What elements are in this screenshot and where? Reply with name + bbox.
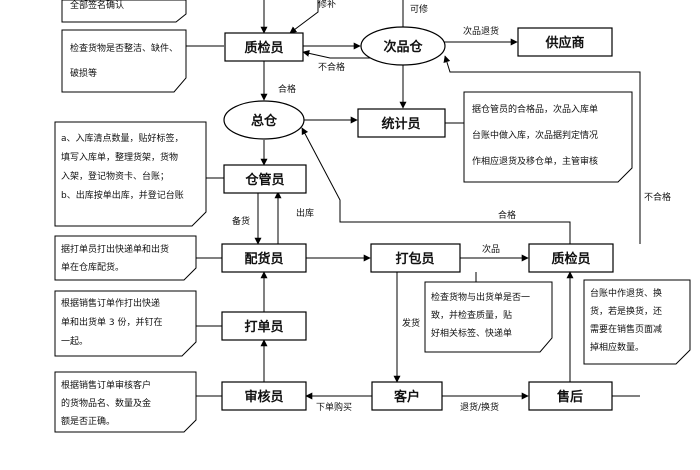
node-defective-store: 次品仓 [360, 26, 446, 66]
label-outbound: 出库 [296, 207, 314, 219]
node-after-sales-label: 售后 [557, 389, 583, 405]
edge-qcright-to-main [301, 127, 571, 244]
label-return-exchange: 退货/换货 [460, 401, 499, 413]
note-print-line: 一起。 [61, 336, 88, 347]
node-auditor: 审核员 [221, 381, 307, 411]
note-dispatch-line: 据打单员打出快递单和出货 [61, 243, 169, 255]
note-audit: 根据销售订单审核客户 的货物品名、数量及金 额是否正确。 [54, 371, 197, 433]
node-main-store: 总仓 [223, 100, 305, 140]
node-customer-label: 客户 [394, 389, 420, 405]
label-unqualified-right: 不合格 [644, 191, 671, 203]
note-print-line: 单和出货单 3 份，并钉在 [61, 316, 162, 328]
node-packer: 打包员 [370, 243, 461, 273]
notes: 全部签名确认 检查货物是否整洁、缺件、 破损等 a、入库清点数量，贴好标签， 填… [54, 0, 691, 433]
note-pack-line: 好相关标签、快递单 [431, 327, 512, 339]
note-stat-line: 作相应退货及移仓单，主管审核 [472, 155, 598, 167]
node-order-printer-label: 打单员 [244, 319, 283, 335]
node-customer: 客户 [371, 381, 443, 411]
edge-defective-to-qc [302, 49, 375, 59]
note-stat-line: 台账中做入库，次品据判定情况 [472, 129, 598, 141]
label-repair: 修补 [318, 0, 336, 10]
node-order-printer: 打单员 [221, 311, 307, 341]
note-top-cut: 全部签名确认 [61, 0, 187, 23]
label-defective-return: 次品退货 [463, 25, 499, 37]
node-store-keeper-label: 仓管员 [244, 172, 284, 188]
note-top-cut-text: 全部签名确认 [70, 0, 124, 11]
node-statistician-label: 统计员 [381, 116, 420, 132]
node-supplier-label: 供应商 [544, 35, 584, 51]
edges [186, 0, 641, 400]
note-after: 台账中作退货、换 货，若是换货，还 需要在销售页面减 掉相应数量。 [583, 279, 691, 365]
note-print-line: 根据销售订单作打出快递 [61, 297, 160, 309]
label-unqualified: 不合格 [318, 61, 345, 73]
edge-repair [289, 0, 319, 34]
note-pack-line: 致，并检查质量，贴 [431, 309, 512, 321]
label-place-order: 下单购买 [316, 401, 352, 413]
note-audit-line: 的货物品名、数量及金 [61, 397, 151, 409]
note-stat: 据仓管员的合格品，次品入库单 台账中做入库，次品据判定情况 作相应退货及移仓单，… [463, 91, 633, 183]
note-after-line: 货，若是换货，还 [590, 305, 662, 317]
node-qc-top: 质检员 [224, 32, 304, 62]
note-audit-line: 根据销售订单审核客户 [61, 379, 151, 391]
note-qc-line: 破损等 [70, 67, 97, 79]
note-qc-line: 检查货物是否整洁、缺件、 [70, 42, 178, 54]
note-store-line: a、入库清点数量，贴好标签， [61, 132, 184, 144]
node-dispatcher-label: 配货员 [244, 251, 283, 267]
note-stat-line: 据仓管员的合格品，次品入库单 [472, 103, 598, 115]
edge-qcright-to-defective [443, 55, 641, 244]
node-store-keeper: 仓管员 [223, 164, 307, 194]
note-store-line: b、出库按单出库，并登记台账 [61, 189, 184, 201]
node-after-sales: 售后 [528, 381, 613, 411]
note-qc: 检查货物是否整洁、缺件、 破损等 [61, 29, 187, 93]
node-auditor-label: 审核员 [244, 389, 283, 405]
label-ship: 发货 [402, 317, 420, 329]
label-good: 可修 [410, 3, 428, 15]
label-qualified-mid: 合格 [498, 209, 516, 221]
note-audit-line: 额是否正确。 [61, 415, 115, 427]
node-packer-label: 打包员 [395, 251, 434, 267]
note-pack-line: 检查货物与出货单是否一 [431, 291, 530, 303]
node-qc-top-label: 质检员 [244, 40, 283, 56]
note-after-line: 掉相应数量。 [590, 341, 644, 353]
node-statistician: 统计员 [357, 108, 446, 138]
note-pack: 检查货物与出货单是否一 致，并检查质量，贴 好相关标签、快递单 [424, 281, 553, 353]
note-store: a、入库清点数量，贴好标签， 填写入库单，整理货架，货物 入架，登记物资卡、台账… [54, 121, 207, 227]
node-qc-right: 质检员 [528, 243, 614, 273]
nodes: 质检员 次品仓 供应商 总仓 统计员 仓管员 配货员 打包员 [221, 26, 614, 411]
label-stock-prep: 备货 [232, 215, 250, 227]
node-qc-right-label: 质检员 [551, 251, 590, 267]
node-dispatcher: 配货员 [221, 243, 307, 273]
note-store-line: 填写入库单，整理货架，货物 [61, 151, 178, 163]
note-store-line: 入架，登记物资卡、台账； [61, 170, 169, 182]
note-after-line: 需要在销售页面减 [590, 323, 662, 335]
node-main-store-label: 总仓 [251, 113, 278, 129]
label-defective-mid: 次品 [482, 243, 500, 255]
node-supplier: 供应商 [517, 27, 613, 57]
label-qualified-top: 合格 [278, 83, 296, 95]
edge-labels: 修补 可修 次品退货 不合格 合格 合格 不合格 备货 出库 次品 发货 下单购… [232, 0, 671, 413]
note-dispatch: 据打单员打出快递单和出货 单在仓库配货。 [54, 235, 197, 281]
note-print: 根据销售订单作打出快递 单和出货单 3 份，并钉在 一起。 [54, 290, 197, 357]
note-dispatch-line: 单在仓库配货。 [61, 261, 124, 273]
node-defective-store-label: 次品仓 [383, 39, 423, 55]
note-after-line: 台账中作退货、换 [590, 287, 662, 299]
